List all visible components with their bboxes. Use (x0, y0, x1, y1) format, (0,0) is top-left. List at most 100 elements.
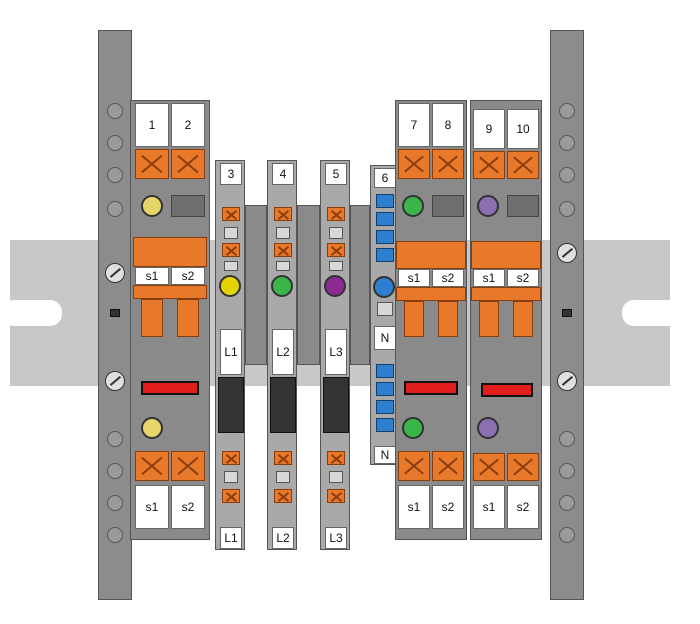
hole-icon (559, 201, 575, 217)
rail-slot-right (622, 300, 682, 326)
indicator-led (219, 275, 241, 297)
terminal-label: 5 (325, 163, 347, 185)
hole-icon (559, 495, 575, 511)
terminal-label: L1 (220, 527, 242, 549)
cross-connector (245, 205, 267, 365)
slot-icon (329, 227, 343, 239)
fuse-holder[interactable] (323, 377, 349, 433)
hole-icon (107, 103, 123, 119)
slot-icon (224, 227, 238, 239)
neutral-lever-icon (376, 212, 394, 226)
hole-icon (559, 527, 575, 543)
indicator-led (141, 195, 163, 217)
terminal-label: L3 (325, 527, 347, 549)
terminal-label: N (374, 326, 396, 350)
neutral-lever-icon (376, 364, 394, 378)
terminal-label: L2 (272, 527, 294, 549)
neutral-lever-icon (376, 194, 394, 208)
slot-icon (224, 471, 238, 483)
switch-label: s1 (135, 267, 169, 285)
rail-slot-left (2, 300, 62, 326)
neutral-lever-icon (376, 418, 394, 432)
latch-icon (562, 309, 572, 317)
test-bridge-icon[interactable] (404, 381, 458, 395)
terminal-label: 1 (135, 103, 169, 147)
push-in-lever-icon (398, 451, 430, 481)
neutral-lever-icon (376, 400, 394, 414)
terminal-label: s1 (398, 485, 430, 529)
cross-connector (350, 205, 370, 365)
switch-label: s2 (432, 269, 464, 287)
push-in-lever-icon (274, 489, 292, 503)
relay-cover (133, 285, 207, 299)
terminal-3: 3 L1 L1 (215, 160, 245, 550)
slot-icon (224, 261, 238, 271)
indicator-led (402, 195, 424, 217)
hole-icon (107, 431, 123, 447)
push-in-lever-icon (274, 207, 292, 221)
hole-icon (107, 527, 123, 543)
push-in-lever-icon (171, 149, 205, 179)
terminal-label: s2 (507, 485, 539, 529)
status-led (402, 417, 424, 439)
slot-icon (276, 227, 290, 239)
screw-icon (105, 263, 125, 283)
push-in-lever-icon (274, 243, 292, 257)
end-stop-left (98, 30, 132, 600)
push-in-lever-icon (171, 451, 205, 481)
terminal-label: L1 (220, 329, 242, 375)
terminal-label: s2 (432, 485, 464, 529)
lever-icon (479, 301, 499, 337)
hole-icon (107, 495, 123, 511)
terminal-6-neutral: 6 N N (370, 165, 398, 465)
indicator-led (324, 275, 346, 297)
hole-icon (107, 463, 123, 479)
lever-icon (513, 301, 533, 337)
terminal-label: 4 (272, 163, 294, 185)
push-in-lever-icon (473, 453, 505, 481)
terminal-label: L2 (272, 329, 294, 375)
push-in-lever-icon (327, 451, 345, 465)
test-bridge-icon[interactable] (481, 383, 533, 397)
screw-icon (105, 371, 125, 391)
screw-icon (557, 371, 577, 391)
hole-icon (559, 103, 575, 119)
fuse-holder[interactable] (218, 377, 244, 433)
push-in-lever-icon (222, 207, 240, 221)
hole-icon (107, 135, 123, 151)
module-face (171, 195, 205, 217)
terminal-label: s1 (473, 485, 505, 529)
status-led (141, 417, 163, 439)
terminal-4: 4 L2 L2 (267, 160, 297, 550)
relay-cover (471, 241, 541, 269)
hole-icon (559, 167, 575, 183)
push-in-lever-icon (327, 243, 345, 257)
hole-icon (559, 431, 575, 447)
slot-icon (276, 471, 290, 483)
switch-label: s2 (171, 267, 205, 285)
terminal-label: 8 (432, 103, 464, 147)
push-in-lever-icon (398, 149, 430, 179)
test-bridge-icon[interactable] (141, 381, 199, 395)
push-in-lever-icon (222, 451, 240, 465)
cross-connector (297, 205, 320, 365)
slot-icon (329, 261, 343, 271)
relay-cover (396, 287, 466, 301)
terminal-5: 5 L3 L3 (320, 160, 350, 550)
push-in-lever-icon (135, 451, 169, 481)
terminal-label: 9 (473, 109, 505, 149)
hole-icon (107, 201, 123, 217)
terminal-label: 6 (374, 168, 396, 188)
terminal-label: 2 (171, 103, 205, 147)
hole-icon (559, 135, 575, 151)
fuse-holder[interactable] (270, 377, 296, 433)
relay-cover (133, 237, 207, 267)
relay-cover (471, 287, 541, 301)
switch-label: s2 (507, 269, 539, 287)
hole-icon (107, 167, 123, 183)
push-in-lever-icon (135, 149, 169, 179)
push-in-lever-icon (222, 243, 240, 257)
push-in-lever-icon (473, 151, 505, 179)
neutral-lever-icon (376, 248, 394, 262)
terminal-block-9-10: 9 10 s1 s2 s1 s2 (470, 100, 542, 540)
